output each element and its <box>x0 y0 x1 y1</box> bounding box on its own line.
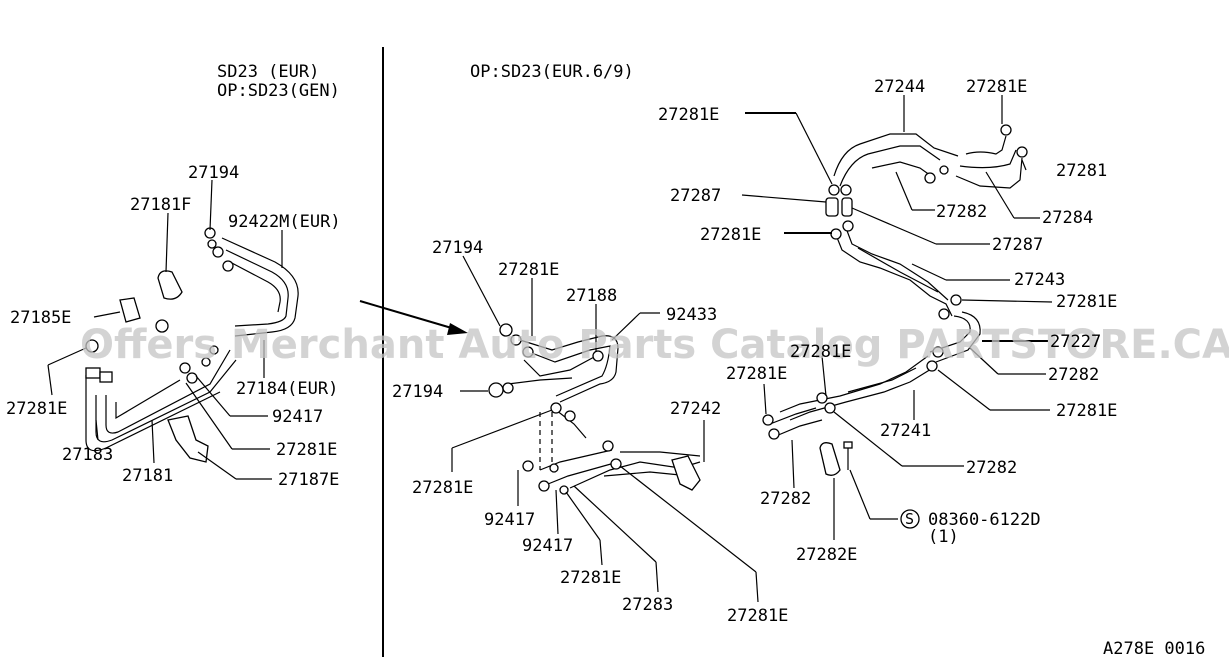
label-92417-left: 92417 <box>272 407 323 427</box>
arrow-head <box>447 323 468 335</box>
watermark: Offers Merchant Auto Parts Catalog PARTS… <box>80 322 1229 368</box>
label-27183: 27183 <box>62 445 113 465</box>
part-labels: 27194 27181F 92422M(EUR) 27185E 27281E 2… <box>6 77 1117 626</box>
label-92417-center-1: 92417 <box>484 510 535 530</box>
label-27281E-center-3: 27281E <box>560 568 621 588</box>
header-right: OP:SD23(EUR.6/9) <box>470 62 634 82</box>
right-pipe-assembly <box>762 124 1028 476</box>
label-27188: 27188 <box>566 286 617 306</box>
label-92433: 92433 <box>666 305 717 325</box>
label-27187E: 27187E <box>278 470 339 490</box>
center-pipe-assembly <box>488 323 701 495</box>
left-pipe-assembly <box>85 227 299 463</box>
label-27287-1: 27287 <box>670 186 721 206</box>
label-27282-right-4: 27282 <box>760 489 811 509</box>
label-27281E-right-1: 27281E <box>658 105 719 125</box>
label-27282-right-2: 27282 <box>1048 365 1099 385</box>
label-27244: 27244 <box>874 77 925 97</box>
label-27281E-center-1: 27281E <box>498 260 559 280</box>
label-27194-center-2: 27194 <box>392 382 443 402</box>
left-leader-lines <box>47 179 283 480</box>
label-27194-center-1: 27194 <box>432 238 483 258</box>
label-27281E-right-top: 27281E <box>966 77 1027 97</box>
label-27283: 27283 <box>622 595 673 615</box>
label-27281E-left-2: 27281E <box>276 440 337 460</box>
label-27281E-right-6: 27281E <box>1056 401 1117 421</box>
label-27181: 27181 <box>122 466 173 486</box>
label-08360-6122D: 08360-6122D <box>928 510 1041 530</box>
label-27242: 27242 <box>670 399 721 419</box>
label-27281: 27281 <box>1056 161 1107 181</box>
label-27282-right-3: 27282 <box>966 458 1017 478</box>
label-27184: 27184(EUR) <box>236 379 338 399</box>
label-27284: 27284 <box>1042 208 1093 228</box>
header-left-1: SD23 (EUR) <box>217 62 319 82</box>
reference-arrow <box>359 300 456 330</box>
label-92417-center-2: 92417 <box>522 536 573 556</box>
label-08360-qty: (1) <box>928 527 959 547</box>
header-left-2: OP:SD23(GEN) <box>217 81 340 101</box>
label-27282E: 27282E <box>796 545 857 565</box>
label-27241: 27241 <box>880 421 931 441</box>
label-27281E-right-2: 27281E <box>700 225 761 245</box>
label-92422M: 92422M(EUR) <box>228 212 341 232</box>
label-27281E-right-4: 27281E <box>790 342 851 362</box>
label-27227: 27227 <box>1050 332 1101 352</box>
label-27281E-right-3: 27281E <box>1056 292 1117 312</box>
label-27281E-left-1: 27281E <box>6 399 67 419</box>
s-symbol: S <box>905 510 914 528</box>
label-27281E-center-2: 27281E <box>412 478 473 498</box>
label-27287-2: 27287 <box>992 235 1043 255</box>
label-27282-right-1: 27282 <box>936 202 987 222</box>
label-27243: 27243 <box>1014 270 1065 290</box>
label-27194-left: 27194 <box>188 163 239 183</box>
label-27185E: 27185E <box>10 308 71 328</box>
s-symbol-circle <box>900 509 920 529</box>
label-27181F: 27181F <box>130 195 191 215</box>
center-leader-lines <box>451 255 759 603</box>
label-27281E-right-5: 27281E <box>726 364 787 384</box>
label-27281E-center-4: 27281E <box>727 606 788 626</box>
footer-code: A278E 0016 <box>1103 639 1205 659</box>
right-leader-lines <box>741 95 1053 540</box>
